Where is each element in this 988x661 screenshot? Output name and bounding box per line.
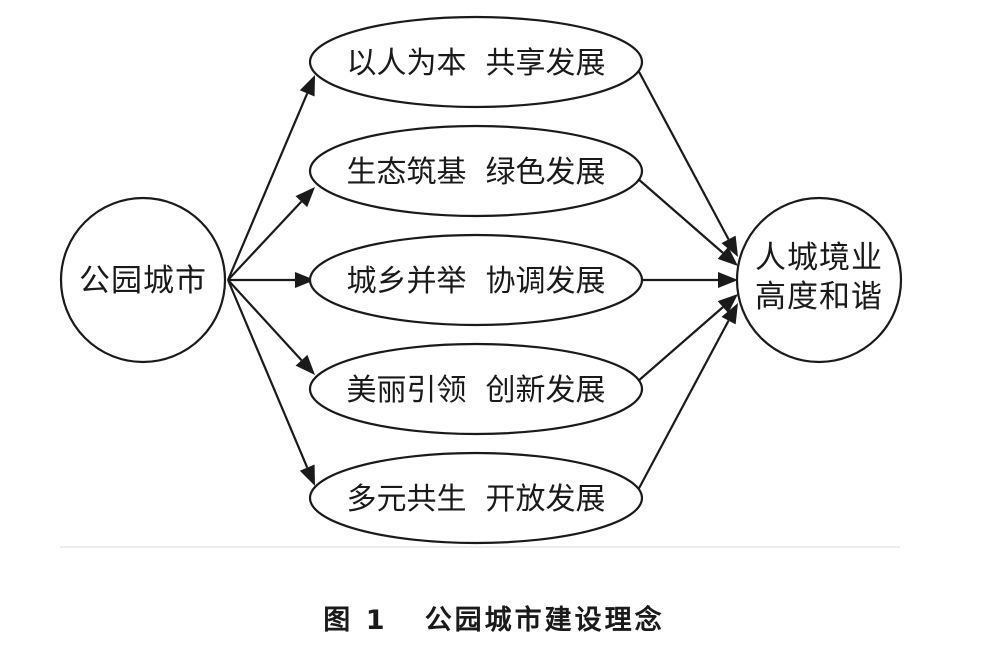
edge-concept-5-to-target-arrowhead: [721, 303, 738, 325]
edge-concept-3-to-target-arrowhead: [718, 272, 738, 288]
figure-title: 公园城市建设理念: [424, 605, 665, 636]
edge-source-to-concept-1-line: [226, 92, 309, 281]
concept-node-2: 生态筑基 绿色发展: [308, 124, 644, 218]
edge-concept-2-to-target-line: [636, 177, 724, 254]
concept-label-1: 以人为本 共享发展: [346, 46, 605, 81]
target-node: 人城境业 高度和谐: [735, 196, 903, 364]
edge-source-to-concept-4-arrowhead: [295, 354, 315, 375]
source-node-label: 公园城市: [79, 263, 207, 299]
edge-source-to-concept-2-arrowhead: [295, 187, 315, 208]
concept-label-4: 美丽引领 创新发展: [346, 373, 605, 408]
edge-source-to-concept-5-arrowhead: [299, 464, 315, 486]
concept-label-2: 生态筑基 绿色发展: [346, 155, 605, 190]
edge-concept-2-to-target-arrowhead: [717, 246, 738, 266]
edge-concept-4-to-target-line: [636, 306, 724, 383]
concept-node-3: 城乡并举 协调发展: [308, 233, 644, 327]
concept-node-4: 美丽引领 创新发展: [308, 342, 644, 436]
source-node: 公园城市: [59, 196, 227, 364]
edge-source-to-concept-2-line: [227, 200, 303, 281]
concept-label-5: 多元共生 开放发展: [346, 482, 605, 517]
edge-concept-5-to-target-line: [636, 320, 730, 493]
edge-concept-1-to-target-arrowhead: [721, 235, 738, 257]
figure-caption: 图 1 公园城市建设理念: [0, 598, 988, 637]
edge-source-to-concept-5-line: [226, 279, 309, 469]
edge-source-to-concept-1-arrowhead: [299, 75, 315, 97]
edge-source-to-concept-4-line: [227, 279, 303, 361]
edge-concept-4-to-target-arrowhead: [717, 294, 738, 314]
concept-node-1: 以人为本 共享发展: [308, 15, 644, 109]
concept-label-3: 城乡并举 协调发展: [346, 264, 605, 299]
edge-concept-1-to-target-line: [636, 67, 730, 240]
target-node-line1: 人城境业: [755, 240, 883, 276]
edges: [226, 67, 738, 493]
figure-number: 图 1: [323, 605, 388, 636]
edge-source-to-concept-3-arrowhead: [295, 272, 315, 288]
target-node-line2: 高度和谐: [755, 279, 883, 315]
concept-node-5: 多元共生 开放发展: [308, 451, 644, 545]
